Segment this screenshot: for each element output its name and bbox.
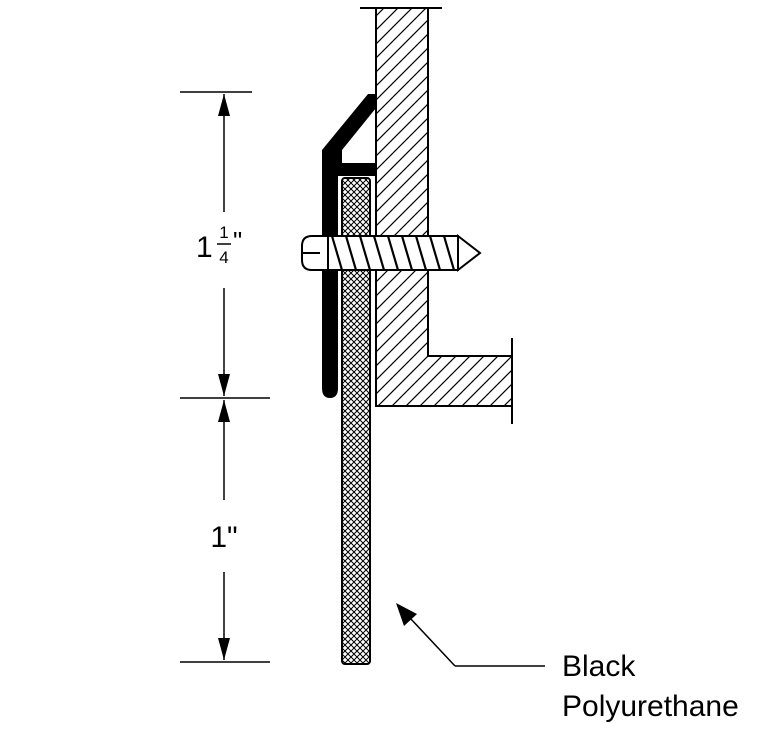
- wall-substrate: [360, 7, 513, 424]
- retainer-profile: [322, 94, 376, 398]
- svg-text:4: 4: [219, 248, 228, 267]
- dimension-label-lower: 1": [210, 521, 237, 554]
- svg-text:": ": [233, 226, 242, 256]
- callout-leader: [396, 603, 545, 667]
- screw: [301, 233, 482, 273]
- dimension-lines: [180, 91, 270, 663]
- polyurethane-strip: [341, 177, 371, 665]
- svg-text:1: 1: [219, 223, 228, 242]
- callout-label-line2: Polyurethane: [562, 690, 739, 723]
- dimension-label-upper: 1 1 4 ": [196, 223, 242, 267]
- callout-label-line1: Black: [562, 650, 636, 683]
- svg-text:1: 1: [196, 231, 213, 264]
